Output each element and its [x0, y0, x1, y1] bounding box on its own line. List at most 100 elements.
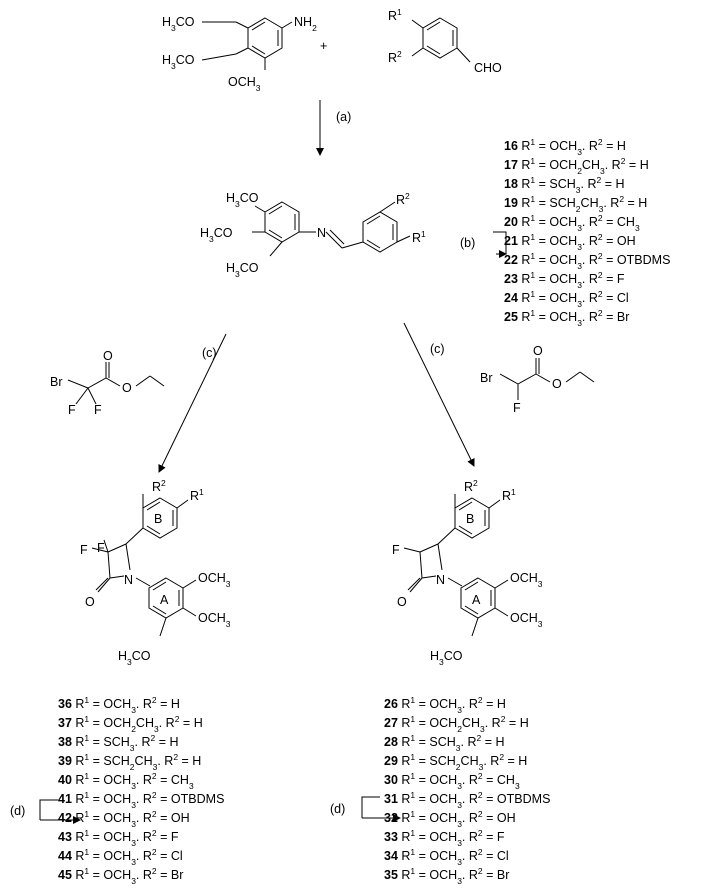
product-right-o: O: [397, 595, 407, 609]
product-right-r2: R2: [464, 478, 478, 494]
product-left-r2: R2: [152, 478, 166, 494]
product-right-r1: R1: [502, 487, 516, 503]
compound-entry: 26 R1 = OCH3. R2 = H: [384, 695, 506, 715]
compound-entry: 41 R1 = OCH3. R2 = OTBDMS: [58, 790, 224, 810]
compound-entry: 38 R1 = SCH3. R2 = H: [58, 733, 179, 753]
compound-number: 24: [504, 291, 518, 305]
compound-number: 19: [504, 196, 518, 210]
compound-number: 18: [504, 177, 518, 191]
imine-methoxy-label-c: H3CO: [226, 261, 259, 279]
reagent-left-br: Br: [50, 375, 63, 389]
plus-sign: +: [320, 39, 327, 53]
imine-n-label: N: [317, 226, 326, 240]
product-right: R2 R1 B A F O N OCH3 OCH3 H3CO: [392, 478, 543, 667]
compound-entry: 42 R1 = OCH3. R2 = OH: [58, 809, 190, 829]
compound-number: 43: [58, 830, 72, 844]
compound-number: 26: [384, 697, 398, 711]
imine-compound-list: 16 R1 = OCH3. R2 = H17 R1 = OCH2CH3. R2 …: [504, 137, 670, 328]
compound-entry: 44 R1 = OCH3. R2 = Cl: [58, 847, 183, 867]
imine-ring-a-bonds: [264, 201, 300, 243]
compound-entry: 25 R1 = OCH3. R2 = Br: [504, 308, 629, 328]
product-right-ring-a-label: A: [472, 593, 481, 607]
compound-entry: 29 R1 = SCH2CH3. R2 = H: [384, 752, 527, 772]
compound-entry: 27 R1 = OCH2CH3. R2 = H: [384, 714, 529, 734]
aldehyde-r1-label: R1: [388, 7, 402, 23]
aldehyde-ring-bonds: [422, 17, 458, 59]
product-left-n: N: [124, 573, 133, 587]
compound-entry: 21 R1 = OCH3. R2 = OH: [504, 232, 636, 252]
product-left-f2: F: [97, 541, 105, 555]
compound-number: 22: [504, 253, 518, 267]
reagent-left-o2: O: [122, 381, 132, 395]
product-right-f: F: [392, 543, 400, 557]
compound-entry: 30 R1 = OCH3. R2 = CH3: [384, 771, 520, 791]
step-a-label: (a): [336, 110, 351, 124]
imine-methoxy-label-a: H3CO: [226, 191, 259, 209]
compound-number: 34: [384, 849, 398, 863]
compound-number: 39: [58, 754, 72, 768]
compound-entry: 28 R1 = SCH3. R2 = H: [384, 733, 505, 753]
compound-entry: 39 R1 = SCH2CH3. R2 = H: [58, 752, 201, 772]
compound-entry: 35 R1 = OCH3. R2 = Br: [384, 866, 509, 886]
aldehyde-r2-label: R2: [388, 49, 402, 65]
compound-entry: 45 R1 = OCH3. R2 = Br: [58, 866, 183, 886]
product-left-methoxy-a: OCH3: [198, 571, 231, 589]
compound-number: 42: [58, 811, 72, 825]
reactant-amine: NH2 H3CO H3CO OCH3: [162, 15, 317, 93]
compound-number: 40: [58, 773, 72, 787]
compound-entry: 34 R1 = OCH3. R2 = Cl: [384, 847, 509, 867]
reagent-right-f: F: [513, 401, 521, 415]
compound-entry: 37 R1 = OCH2CH3. R2 = H: [58, 714, 203, 734]
product-right-methoxy-a: OCH3: [510, 571, 543, 589]
compound-entry: 19 R1 = SCH2CH3. R2 = H: [504, 194, 647, 214]
amine-label: NH2: [294, 15, 317, 33]
reagent-right-o2: O: [552, 377, 562, 391]
compound-number: 31: [384, 792, 398, 806]
product-right-ring-b-label: B: [466, 512, 474, 526]
compound-number: 28: [384, 735, 398, 749]
compound-number: 33: [384, 830, 398, 844]
compound-number: 25: [504, 310, 518, 324]
compound-entry: 18 R1 = SCH3. R2 = H: [504, 175, 625, 195]
compound-entry: 23 R1 = OCH3. R2 = F: [504, 270, 625, 290]
compound-number: 45: [58, 868, 72, 882]
compound-entry: 32 R1 = OCH3. R2 = OH: [384, 809, 516, 829]
product-left-r1: R1: [190, 487, 204, 503]
amine-methoxy-label-b: H3CO: [162, 53, 195, 71]
reagent-left: Br F F O O: [50, 349, 165, 417]
amine-methoxy-label-c: OCH3: [228, 75, 261, 93]
compound-number: 44: [58, 849, 72, 863]
compound-number: 32: [384, 811, 398, 825]
compound-entry: 40 R1 = OCH3. R2 = CH3: [58, 771, 194, 791]
step-d-right-label: (d): [330, 802, 345, 816]
imine-r2-label: R2: [396, 191, 410, 207]
reactant-aldehyde: R1 R2 CHO: [388, 7, 502, 75]
reagent-left-f1: F: [68, 403, 76, 417]
compound-number: 30: [384, 773, 398, 787]
compound-number: 37: [58, 716, 72, 730]
compound-entry: 36 R1 = OCH3. R2 = H: [58, 695, 180, 715]
compound-entry: 17 R1 = OCH2CH3. R2 = H: [504, 156, 649, 176]
imine-ring-b-bonds: [362, 211, 398, 253]
step-c-left-arrow: [158, 333, 227, 473]
product-left-methoxy-b: OCH3: [198, 611, 231, 629]
compound-number: 35: [384, 868, 398, 882]
product-right-methoxy-c: H3CO: [430, 649, 463, 667]
compound-number: 16: [504, 139, 518, 153]
compound-number: 38: [58, 735, 72, 749]
imine-r1-label: R1: [412, 229, 426, 245]
product-left-ring-b-label: B: [154, 512, 162, 526]
monofluoro-compound-list: 26 R1 = OCH3. R2 = H27 R1 = OCH2CH3. R2 …: [384, 695, 550, 886]
product-left: R2 R1 B A F F O N OCH3 OCH3 H3CO: [80, 478, 231, 667]
product-left-ring-a-label: A: [160, 593, 169, 607]
amine-ring-bonds: [247, 17, 283, 59]
reagent-left-o1: O: [103, 349, 113, 363]
reagent-right-br: Br: [480, 371, 493, 385]
imine-methoxy-label-b: H3CO: [200, 226, 233, 244]
step-d-left-label: (d): [10, 804, 25, 818]
compound-number: 21: [504, 234, 518, 248]
compound-number: 29: [384, 754, 398, 768]
product-right-n: N: [436, 573, 445, 587]
reagent-left-f2: F: [94, 403, 102, 417]
